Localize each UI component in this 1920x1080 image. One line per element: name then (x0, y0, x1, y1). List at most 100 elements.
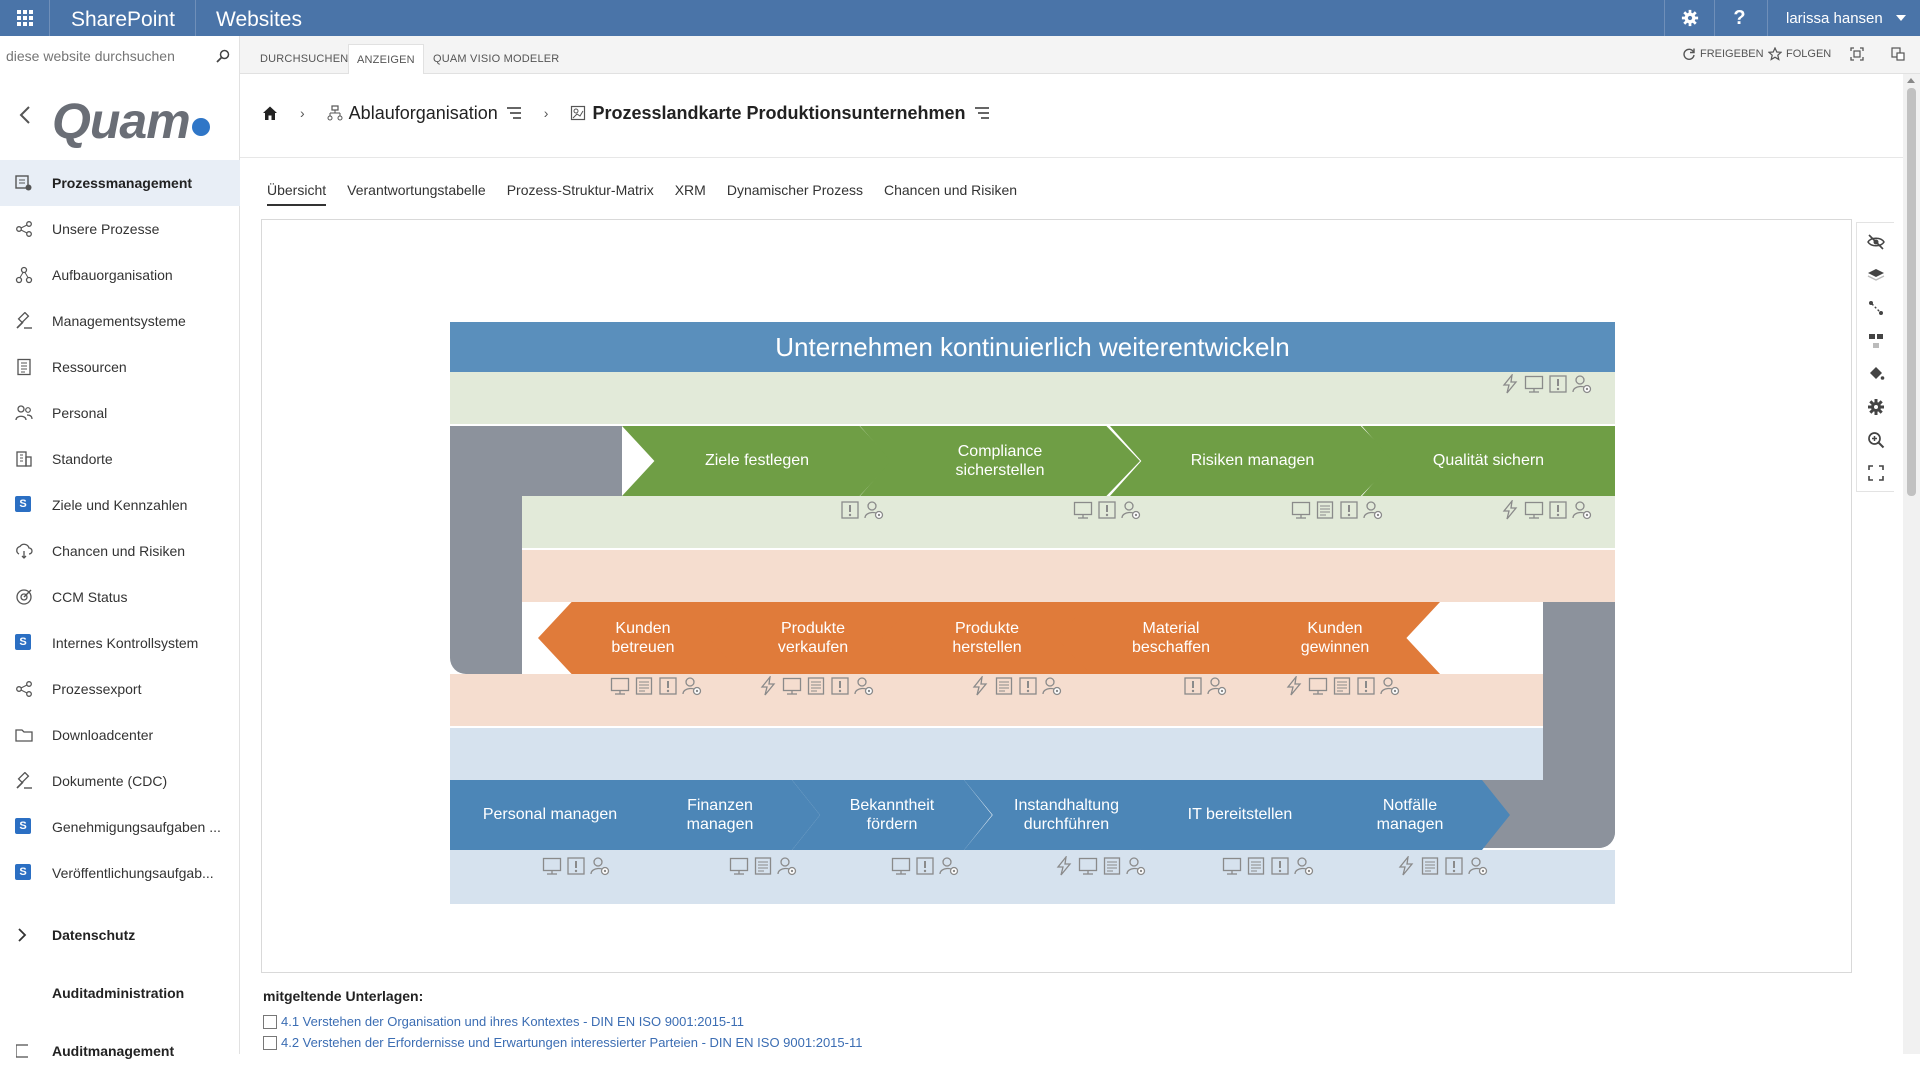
sidebar-item-ressourcen[interactable]: Ressourcen (0, 344, 240, 390)
sharepoint-brand[interactable]: SharePoint (71, 8, 175, 31)
sidebar-item-personal[interactable]: Personal (0, 390, 240, 436)
fullscreen-icon[interactable] (1867, 464, 1885, 482)
flash-icon[interactable] (970, 674, 990, 696)
paint-bucket-icon[interactable] (1867, 365, 1885, 383)
process-qualitaet-sichern[interactable]: Qualität sichern (1362, 426, 1615, 496)
document-list-icon[interactable] (1102, 856, 1122, 876)
monitor-icon[interactable] (1308, 676, 1328, 696)
user-settings-icon[interactable] (1126, 856, 1146, 876)
user-settings-icon[interactable] (682, 676, 702, 696)
zoom-in-icon[interactable] (1867, 431, 1885, 449)
document-list-icon[interactable] (1315, 500, 1335, 520)
alert-icon[interactable] (1183, 676, 1203, 696)
site-collection-link[interactable]: Websites (216, 8, 302, 31)
monitor-icon[interactable] (1291, 500, 1311, 520)
monitor-icon[interactable] (610, 676, 630, 696)
alert-icon[interactable] (830, 676, 850, 696)
sidebar-item-unsere-prozesse[interactable]: Unsere Prozesse (0, 206, 240, 252)
ribbon-tab-quam-visio-modeler[interactable]: QUAM VISIO MODELER (433, 53, 560, 65)
scrollbar-thumb[interactable] (1907, 88, 1916, 496)
monitor-icon[interactable] (1524, 374, 1544, 394)
document-list-icon[interactable] (1246, 856, 1266, 876)
sidebar-group-auditmanagement[interactable]: Auditmanagement (0, 1022, 240, 1080)
sidebar-item-chancen-und-risiken[interactable]: Chancen und Risiken (0, 528, 240, 574)
monitor-icon[interactable] (1524, 500, 1544, 520)
alert-icon[interactable] (1444, 856, 1464, 876)
monitor-icon[interactable] (1222, 856, 1242, 876)
search-input[interactable] (6, 48, 206, 64)
share-button[interactable]: FREIGEBEN (1682, 47, 1764, 61)
process-finanzen-managen[interactable]: Finanzen managen (620, 780, 820, 850)
vertical-scrollbar[interactable] (1903, 74, 1920, 1054)
app-launcher-icon[interactable] (0, 0, 50, 36)
document-link[interactable]: 4.2 Verstehen der Erfordernisse und Erwa… (263, 1035, 862, 1050)
document-list-icon[interactable] (994, 676, 1014, 696)
layers-icon[interactable] (1867, 266, 1885, 284)
user-settings-icon[interactable] (1207, 676, 1227, 696)
process-kunden-gewinnen[interactable]: Kunden gewinnen (1230, 602, 1440, 674)
sidebar-item-dokumente-cdc[interactable]: Dokumente (CDC) (0, 758, 240, 804)
monitor-icon[interactable] (782, 676, 802, 696)
user-settings-icon[interactable] (864, 500, 884, 520)
sidebar-item-aufbauorganisation[interactable]: Aufbauorganisation (0, 252, 240, 298)
tab-xrm[interactable]: XRM (674, 182, 706, 198)
gear-icon[interactable] (1867, 398, 1885, 416)
document-list-icon[interactable] (753, 856, 773, 876)
monitor-icon[interactable] (1078, 856, 1098, 876)
user-settings-icon[interactable] (1572, 500, 1592, 520)
document-list-icon[interactable] (1332, 676, 1352, 696)
flash-icon[interactable] (1500, 498, 1520, 520)
sidebar-group-datenschutz[interactable]: Datenschutz (0, 906, 240, 964)
tab-chancen-und-risiken[interactable]: Chancen und Risiken (884, 182, 1018, 198)
ribbon-tab-anzeigen[interactable]: ANZEIGEN (348, 44, 424, 74)
monitor-icon[interactable] (1073, 500, 1093, 520)
user-settings-icon[interactable] (777, 856, 797, 876)
document-link[interactable]: 4.1 Verstehen der Organisation und ihres… (263, 1014, 744, 1029)
connector-icon[interactable] (1867, 299, 1885, 317)
flash-icon[interactable] (1284, 674, 1304, 696)
process-ziele-festlegen[interactable]: Ziele festlegen (622, 426, 892, 496)
user-menu[interactable]: larissa hansen (1767, 0, 1920, 36)
process-bekanntheit-foerdern[interactable]: Bekanntheit fördern (792, 780, 992, 850)
ribbon-tab-durchsuchen[interactable]: DURCHSUCHEN (260, 53, 349, 65)
monitor-icon[interactable] (891, 856, 911, 876)
breadcrumb-ablauforganisation[interactable]: Ablauforganisation (327, 103, 498, 124)
user-settings-icon[interactable] (1468, 856, 1488, 876)
sidebar-item-ccm-status[interactable]: CCM Status (0, 574, 240, 620)
alert-icon[interactable] (658, 676, 678, 696)
strategic-process-header[interactable]: Unternehmen kontinuierlich weiterentwick… (450, 322, 1615, 372)
follow-button[interactable]: FOLGEN (1768, 47, 1831, 61)
flash-icon[interactable] (1396, 854, 1416, 876)
process-produkte-herstellen[interactable]: Produkte herstellen (882, 602, 1092, 674)
sidebar-group-auditadministration[interactable]: Auditadministration (0, 964, 240, 1022)
scroll-up-icon[interactable] (1907, 78, 1915, 83)
process-notfaelle-managen[interactable]: Notfälle managen (1310, 780, 1510, 850)
process-compliance-sicherstellen[interactable]: Compliance sicherstellen (860, 426, 1140, 496)
help-icon[interactable]: ? (1714, 0, 1764, 36)
alert-icon[interactable] (915, 856, 935, 876)
alert-icon[interactable] (1270, 856, 1290, 876)
user-settings-icon[interactable] (1380, 676, 1400, 696)
hide-visibility-icon[interactable] (1867, 233, 1885, 251)
document-list-icon[interactable] (1420, 856, 1440, 876)
alert-icon[interactable] (1339, 500, 1359, 520)
settings-gear-icon[interactable] (1664, 0, 1714, 36)
process-instandhaltung-durchfuehren[interactable]: Instandhaltung durchführen (964, 780, 1169, 850)
document-list-icon[interactable] (806, 676, 826, 696)
breadcrumb-prozesslandkarte[interactable]: Prozesslandkarte Produktionsunternehmen (570, 103, 966, 124)
document-list-icon[interactable] (634, 676, 654, 696)
sidebar-item-managementsysteme[interactable]: Managementsysteme (0, 298, 240, 344)
structure-icon[interactable] (1867, 332, 1885, 350)
alert-icon[interactable] (1097, 500, 1117, 520)
tab-dynamischer-prozess[interactable]: Dynamischer Prozess (726, 182, 863, 198)
alert-icon[interactable] (840, 500, 860, 520)
user-settings-icon[interactable] (1572, 374, 1592, 394)
context-menu-icon[interactable] (506, 106, 522, 120)
alert-icon[interactable] (1018, 676, 1038, 696)
user-settings-icon[interactable] (1294, 856, 1314, 876)
quam-logo[interactable]: Quam (52, 92, 210, 150)
